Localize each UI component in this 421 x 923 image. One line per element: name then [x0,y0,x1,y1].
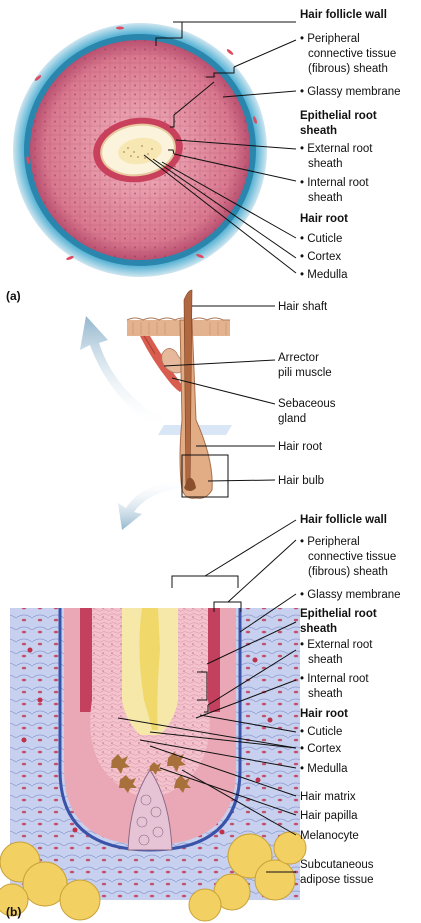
label-arrector-1: Arrector [278,352,319,364]
cross-section-illustration [13,23,267,277]
label-a-hair-follicle-wall: Hair follicle wall [300,9,387,21]
label-a-cuticle: • Cuticle [300,233,342,245]
label-sebaceous-1: Sebaceous [278,398,336,410]
label-a-cortex: • Cortex [300,251,341,263]
label-melanocyte: Melanocyte [300,830,359,842]
label-b-cortex: • Cortex [300,743,341,755]
label-b-epithelial-1: Epithelial root [300,608,377,620]
label-subcutaneous-2: adipose tissue [300,874,374,886]
panel-b-letter: (b) [6,905,21,919]
label-a-peripheral-ct-2: connective tissue [308,48,396,60]
label-b-glassy-membrane: • Glassy membrane [300,589,401,601]
label-b-peripheral-ct-1: • Peripheral [300,536,360,548]
label-a-peripheral-ct-3: (fibrous) sheath [308,63,388,75]
arrows [80,316,182,530]
label-a-external-2: sheath [308,158,343,170]
label-hair-papilla: Hair papilla [300,810,358,822]
label-a-epithelial-1: Epithelial root [300,110,377,122]
label-b-external-1: • External root [300,639,373,651]
label-a-hair-root: Hair root [300,213,348,225]
label-subcutaneous-1: Subcutaneous [300,859,374,871]
label-a-peripheral-ct-1: • Peripheral [300,33,360,45]
panel-a-letter: (a) [6,289,21,303]
label-b-peripheral-ct-3: (fibrous) sheath [308,566,388,578]
label-b-hair-follicle-wall: Hair follicle wall [300,514,387,526]
label-sebaceous-2: gland [278,413,306,425]
label-b-cuticle: • Cuticle [300,726,342,738]
label-b-internal-1: • Internal root [300,673,369,685]
label-a-external-1: • External root [300,143,373,155]
label-middle-hair-root: Hair root [278,441,323,453]
label-b-internal-2: sheath [308,688,343,700]
label-hair-shaft: Hair shaft [278,301,328,313]
label-a-internal-2: sheath [308,192,343,204]
label-a-internal-1: • Internal root [300,177,369,189]
label-a-epithelial-2: sheath [300,125,337,137]
label-a-medulla: • Medulla [300,269,348,281]
label-b-peripheral-ct-2: connective tissue [308,551,396,563]
label-b-external-2: sheath [308,654,343,666]
label-b-medulla: • Medulla [300,763,348,775]
label-a-glassy-membrane: • Glassy membrane [300,86,401,98]
skin-illustration [127,290,232,498]
label-arrector-2: pili muscle [278,367,332,379]
label-hair-matrix: Hair matrix [300,791,356,803]
label-b-hair-root: Hair root [300,708,348,720]
middle-labels: Hair shaft Arrector pili muscle Sebaceou… [278,301,336,487]
label-hair-bulb: Hair bulb [278,475,324,487]
label-b-epithelial-2: sheath [300,623,337,635]
longitudinal-section-illustration [0,608,306,921]
